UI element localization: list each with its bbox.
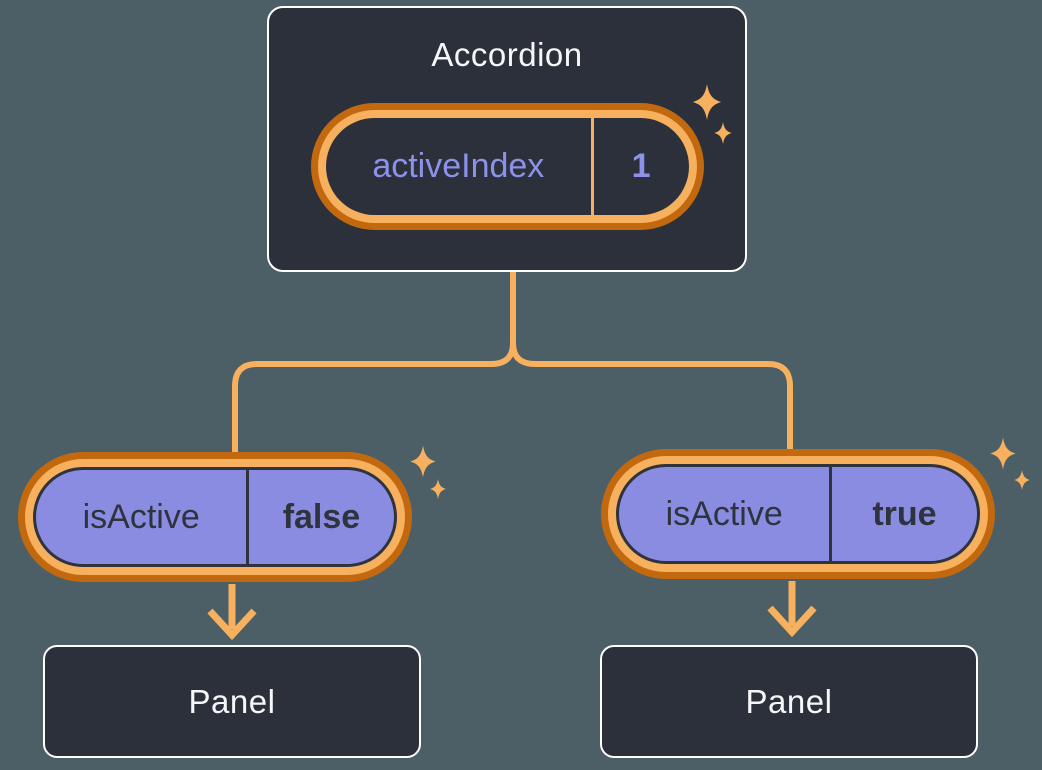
panel-node-title: Panel — [745, 682, 833, 720]
arrow-down-right-head — [767, 605, 817, 638]
accordion-node: Accordion activeIndex 1 — [267, 6, 747, 272]
panel-node-title: Panel — [188, 682, 276, 720]
state-label: activeIndex — [372, 147, 545, 185]
sparkle-icon — [1014, 470, 1030, 490]
pill-divider — [246, 470, 249, 564]
panel-node-right: Panel — [600, 645, 978, 758]
state-pill-activeindex: activeIndex 1 — [310, 103, 704, 230]
panel-node-left: Panel — [43, 645, 421, 758]
sparkle-icon — [692, 84, 722, 120]
branch-line-right — [510, 272, 793, 455]
prop-value: false — [282, 497, 361, 536]
sparkle-icon — [430, 479, 446, 499]
prop-label: isActive — [665, 494, 783, 533]
state-value: 1 — [631, 147, 651, 185]
prop-pill-isactive-false: isActive false — [18, 452, 412, 582]
prop-value: true — [872, 494, 937, 533]
accordion-node-title: Accordion — [431, 36, 583, 73]
state-pill-ring: activeIndex 1 — [317, 110, 697, 223]
arrow-down-left-head — [207, 608, 257, 641]
prop-pill-ring: isActive true — [608, 456, 988, 572]
pill-divider — [591, 118, 594, 215]
sparkle-icon — [410, 445, 436, 478]
prop-label: isActive — [82, 497, 200, 536]
branch-line-left — [232, 272, 516, 458]
prop-pill-isactive-true: isActive true — [601, 449, 995, 579]
sparkle-icon — [990, 437, 1016, 470]
prop-pill-ring: isActive false — [25, 459, 405, 575]
pill-divider — [829, 467, 832, 561]
sparkle-icon — [714, 122, 732, 144]
